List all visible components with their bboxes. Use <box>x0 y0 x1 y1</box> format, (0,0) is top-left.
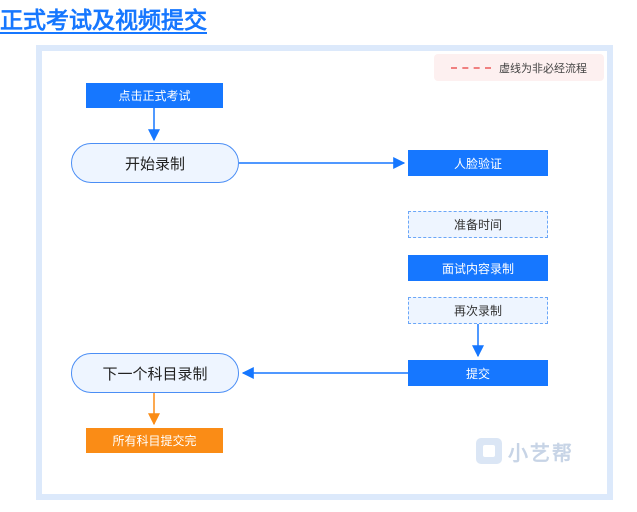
node-interview-record: 面试内容录制 <box>408 255 548 281</box>
legend-text: 虚线为非必经流程 <box>499 61 587 75</box>
node-re-record: 再次录制 <box>408 297 548 324</box>
watermark-logo-icon <box>476 438 502 464</box>
node-face-verify: 人脸验证 <box>408 150 548 176</box>
legend-dashed-line <box>451 66 491 69</box>
node-start-exam: 点击正式考试 <box>86 83 223 108</box>
node-prep-time: 准备时间 <box>408 211 548 238</box>
watermark: 小艺帮 <box>476 434 574 468</box>
watermark-text: 小艺帮 <box>508 440 574 465</box>
legend: 虚线为非必经流程 <box>434 54 604 81</box>
node-submit: 提交 <box>408 360 548 386</box>
node-all-done: 所有科目提交完 <box>86 428 223 453</box>
page-title: 正式考试及视频提交 <box>0 8 207 34</box>
node-next-subject: 下一个科目录制 <box>71 353 239 393</box>
node-start-record: 开始录制 <box>71 143 239 183</box>
